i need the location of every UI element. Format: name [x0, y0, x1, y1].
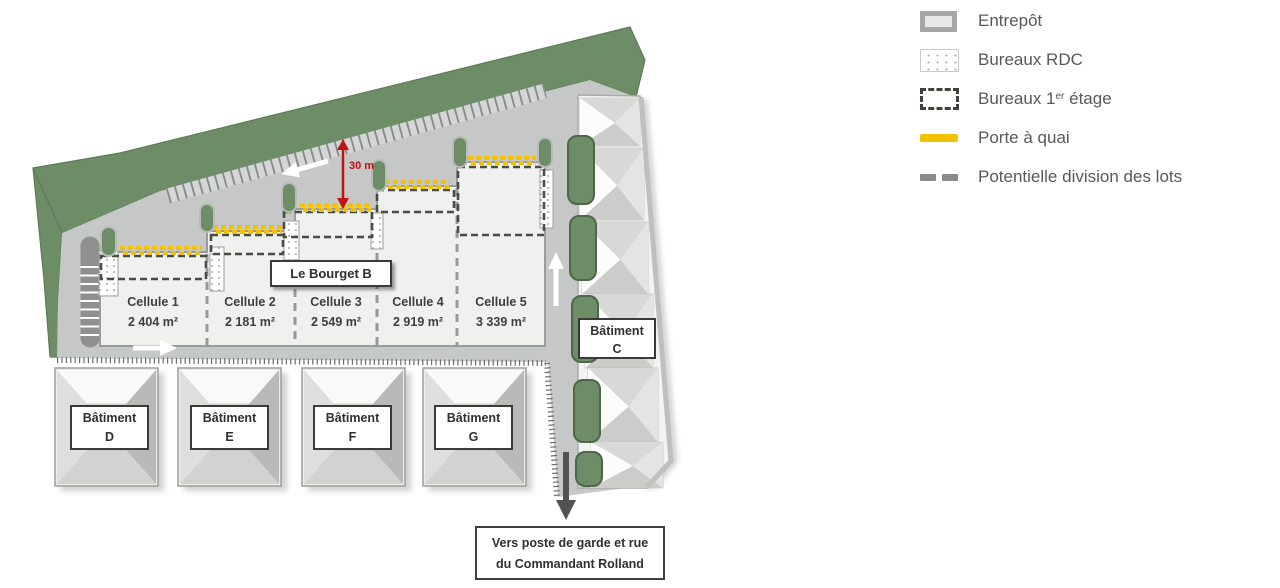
cell-4-name: Cellule 4: [392, 295, 444, 309]
cell-3-area: 2 549 m²: [310, 315, 362, 329]
cell-4-label: Cellule 4 2 919 m²: [368, 292, 468, 332]
site-name-box: Le Bourget B: [270, 260, 392, 287]
building-d-letter: D: [104, 430, 115, 444]
legend-label-bureaux-etage: Bureaux 1er étage: [978, 89, 1112, 109]
legend-label-bureaux-rdc: Bureaux RDC: [978, 50, 1083, 69]
building-c-word: Bâtiment: [590, 324, 644, 338]
arrow-west: [281, 158, 329, 178]
legend-label-etage-sup: er: [1055, 91, 1065, 102]
offices-rdc: [98, 169, 554, 297]
legend-item-entrepot: Entrepôt: [920, 8, 1260, 34]
building-c: [567, 94, 677, 489]
lot-division-swatch-icon: [920, 173, 958, 181]
building-e-letter: E: [225, 430, 234, 444]
offices-first-floor-swatch-icon: [920, 88, 959, 110]
trees: [100, 136, 553, 257]
site-plan: Le Bourget B Cellule 1 2 404 m² Cellule …: [32, 26, 677, 580]
building-g-letter: G: [468, 430, 479, 444]
cell-5-area: 3 339 m²: [475, 315, 527, 329]
fence-hatch: [56, 357, 560, 498]
dock-doors: [120, 156, 536, 255]
cell-3-name: Cellule 3: [310, 295, 362, 309]
legend-label-etage-post: étage: [1064, 89, 1112, 108]
cell-2-label: Cellule 2 2 181 m²: [200, 292, 300, 332]
offices-rdc-swatch-icon: [920, 48, 959, 72]
cell-1-label: Cellule 1 2 404 m²: [103, 292, 203, 332]
exit-note-box: Vers poste de garde et rue du Commandant…: [475, 526, 665, 580]
building-c-label: Bâtiment C: [578, 318, 656, 359]
parking-row-top: [165, 83, 548, 204]
building-f-word: Bâtiment: [325, 411, 380, 425]
legend-item-porte-a-quai: Porte à quai: [920, 125, 1260, 151]
cell-2-area: 2 181 m²: [224, 315, 276, 329]
building-e-label: Bâtiment E: [190, 405, 269, 450]
legend-item-bureaux-etage: Bureaux 1er étage: [920, 86, 1260, 112]
legend-label-porte-a-quai: Porte à quai: [978, 128, 1070, 147]
cell-1-name: Cellule 1: [127, 295, 179, 309]
legend-item-division: Potentielle division des lots: [920, 164, 1260, 190]
legend-label-entrepot: Entrepôt: [978, 11, 1043, 30]
building-g-word: Bâtiment: [446, 411, 501, 425]
cell-5-name: Cellule 5: [475, 295, 527, 309]
exit-note-line1: Vers poste de garde et rue: [491, 536, 649, 550]
dimension-label-30m: 30 m: [349, 160, 375, 172]
building-g-label: Bâtiment G: [434, 405, 513, 450]
traffic-arrows: [133, 158, 576, 520]
legend-label-etage-pre: Bureaux 1: [978, 89, 1056, 108]
building-f-letter: F: [348, 430, 357, 444]
cell-4-area: 2 919 m²: [392, 315, 444, 329]
cell-3-label: Cellule 3 2 549 m²: [286, 292, 386, 332]
building-d-word: Bâtiment: [82, 411, 137, 425]
exit-note-line2: du Commandant Rolland: [496, 557, 644, 571]
cell-1-area: 2 404 m²: [127, 315, 179, 329]
building-f-label: Bâtiment F: [313, 405, 392, 450]
dock-door-swatch-icon: [920, 134, 958, 142]
building-e-word: Bâtiment: [202, 411, 257, 425]
building-c-letter: C: [612, 342, 622, 356]
legend-item-bureaux-rdc: Bureaux RDC: [920, 47, 1260, 73]
cell-5-label: Cellule 5 3 339 m²: [451, 292, 551, 332]
building-d-label: Bâtiment D: [70, 405, 149, 450]
warehouse-swatch-icon: [920, 10, 957, 32]
legend: Entrepôt Bureaux RDC Bureaux 1er étage P…: [920, 8, 1260, 203]
legend-label-division: Potentielle division des lots: [978, 167, 1183, 186]
cell-2-name: Cellule 2: [224, 295, 276, 309]
